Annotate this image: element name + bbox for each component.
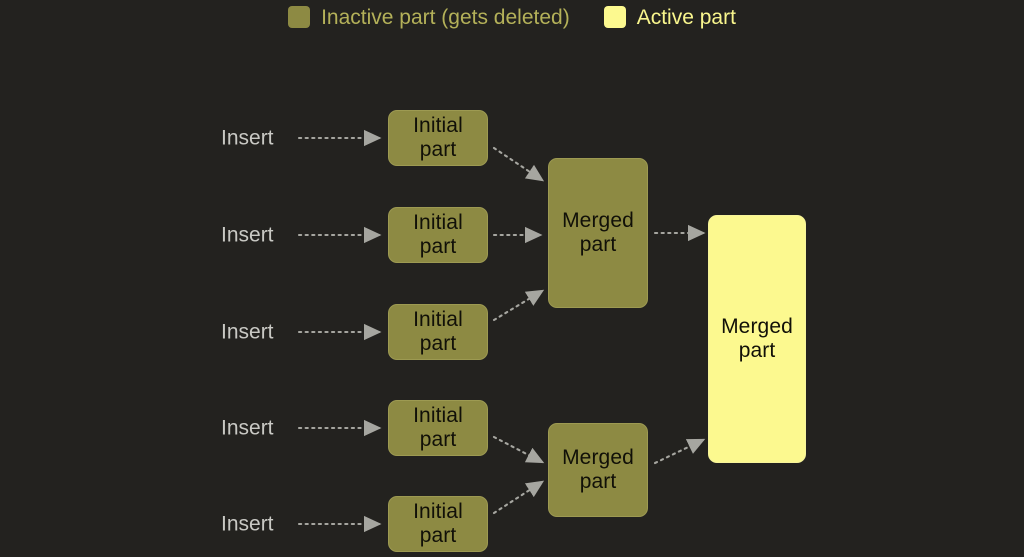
node-merged-part-2[interactable]: Merged part xyxy=(548,423,648,517)
edge-initial-4-to-merged-2 xyxy=(492,435,545,464)
node-initial-part-4[interactable]: Initial part xyxy=(388,400,488,456)
node-merged-part-final[interactable]: Merged part xyxy=(708,215,806,463)
node-initial-part-5[interactable]: Initial part xyxy=(388,496,488,552)
edge-initial-1-to-merged-1 xyxy=(492,146,545,182)
node-merged-part-1[interactable]: Merged part xyxy=(548,158,648,308)
insert-label-5: Insert xyxy=(221,512,274,536)
insert-label-3: Insert xyxy=(221,320,274,344)
insert-label-1: Insert xyxy=(221,126,274,150)
insert-label-4: Insert xyxy=(221,416,274,440)
node-initial-part-2[interactable]: Initial part xyxy=(388,207,488,263)
edge-initial-3-to-merged-1 xyxy=(492,289,545,322)
node-initial-part-1[interactable]: Initial part xyxy=(388,110,488,166)
edge-merged-2-to-final xyxy=(653,438,706,465)
insert-label-2: Insert xyxy=(221,223,274,247)
edge-initial-5-to-merged-2 xyxy=(492,480,545,515)
node-initial-part-3[interactable]: Initial part xyxy=(388,304,488,360)
